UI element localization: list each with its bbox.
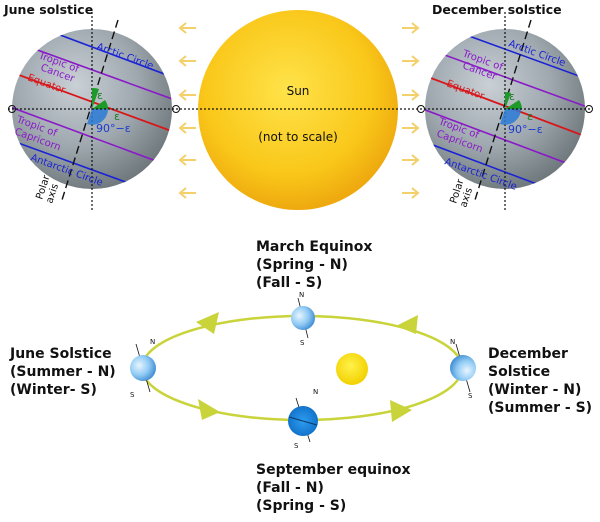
sun-disc [198, 10, 398, 210]
planet-march [291, 297, 315, 339]
december-epsilon-label-2: ε [527, 110, 533, 123]
september-terminator [288, 416, 318, 426]
march-line-1: March Equinox [256, 239, 373, 255]
december-line-1: December [488, 346, 568, 362]
arrow-left-3 [178, 89, 196, 101]
december-antarctic-line [425, 141, 585, 189]
june-line-2: (Summer - N) [10, 364, 116, 380]
arrow-left-2 [178, 55, 196, 67]
december-north: N [450, 338, 455, 346]
june-polar-axis [61, 19, 119, 201]
march-equinox-label: March Equinox (Spring - N) (Fall - S) [256, 238, 372, 292]
september-south: S [294, 442, 299, 450]
march-north: N [299, 291, 304, 299]
december-line-3: (Winter - N) [488, 382, 582, 398]
arrow-left-6 [178, 187, 196, 199]
planet-june [130, 343, 156, 393]
pole-labels: N S N S N S N S [130, 291, 473, 450]
march-south: S [300, 339, 305, 347]
planet-september [288, 397, 318, 443]
december-solstice-label: December Solstice (Winter - N) (Summer -… [488, 345, 592, 417]
december-polar-axis [474, 19, 532, 201]
left-arrow-group [178, 22, 196, 199]
december-planet-disc [450, 355, 476, 381]
september-equinox-label: September equinox (Fall - N) (Spring - S… [256, 461, 411, 515]
september-line-2: (Fall - N) [256, 480, 324, 496]
orbit-diagram: N S N S N S N S [130, 291, 476, 450]
march-line-2: (Spring - N) [256, 257, 348, 273]
september-north: N [313, 388, 318, 396]
arrow-left-5 [178, 154, 196, 166]
june-epsilon-label-2: ε [114, 110, 120, 123]
arrow-right-1 [402, 22, 420, 34]
june-planet-disc [130, 355, 156, 381]
june-line-1: June Solstice [10, 346, 112, 362]
sun-note: (not to scale) [258, 130, 338, 144]
june-capricorn-line [12, 104, 172, 169]
june-south: S [130, 391, 135, 399]
arrow-right-4 [402, 122, 420, 134]
marker-1 [8, 105, 16, 113]
arrow-left-1 [178, 22, 196, 34]
december-ninety-wedge [500, 109, 521, 125]
june-epsilon-label: ε [97, 89, 103, 102]
december-south: S [468, 392, 473, 400]
june-epsilon-wedge [92, 87, 99, 109]
right-arrow-group [402, 22, 420, 199]
december-line-2: Solstice [488, 364, 551, 380]
june-north: N [150, 338, 155, 346]
sun-top [198, 10, 398, 210]
orbit-arrow-upper-right [396, 315, 418, 334]
december-epsilon-wedge [505, 91, 511, 109]
june-ninety-wedge [87, 109, 108, 125]
planet-december [450, 343, 476, 393]
sun-small [336, 353, 368, 385]
sun-label: Sun [287, 84, 310, 98]
june-ninety-label: 90°−ε [96, 122, 131, 135]
june-epsilon-wedge-2 [92, 100, 108, 109]
arrow-right-3 [402, 89, 420, 101]
december-epsilon-label: ε [509, 90, 515, 103]
ecliptic-markers [8, 105, 593, 113]
june-line-3: (Winter- S) [10, 382, 97, 398]
arrow-left-4 [178, 122, 196, 134]
june-solstice-title: June solstice [3, 2, 93, 17]
arrow-right-6 [402, 187, 420, 199]
orbit-arrow-lower-left [198, 399, 220, 420]
december-solstice-title: December solstice [432, 2, 562, 17]
september-line-1: September equinox [256, 462, 411, 478]
marker-2 [172, 105, 180, 113]
marker-3 [417, 105, 425, 113]
orbit-arrow-lower-right [390, 400, 412, 422]
sunlight-arrows [178, 22, 420, 199]
orbit-arrow-upper-left [196, 312, 219, 334]
arrow-right-5 [402, 154, 420, 166]
june-solstice-label: June Solstice (Summer - N) (Winter- S) [10, 345, 116, 399]
march-line-3: (Fall - S) [256, 275, 323, 291]
september-line-3: (Spring - S) [256, 498, 347, 514]
arrow-right-2 [402, 55, 420, 67]
march-planet-disc [291, 306, 315, 330]
marker-4 [585, 105, 593, 113]
december-epsilon-wedge-2 [505, 100, 522, 109]
december-line-4: (Summer - S) [488, 400, 593, 416]
december-ninety-label: 90°−ε [508, 123, 543, 136]
